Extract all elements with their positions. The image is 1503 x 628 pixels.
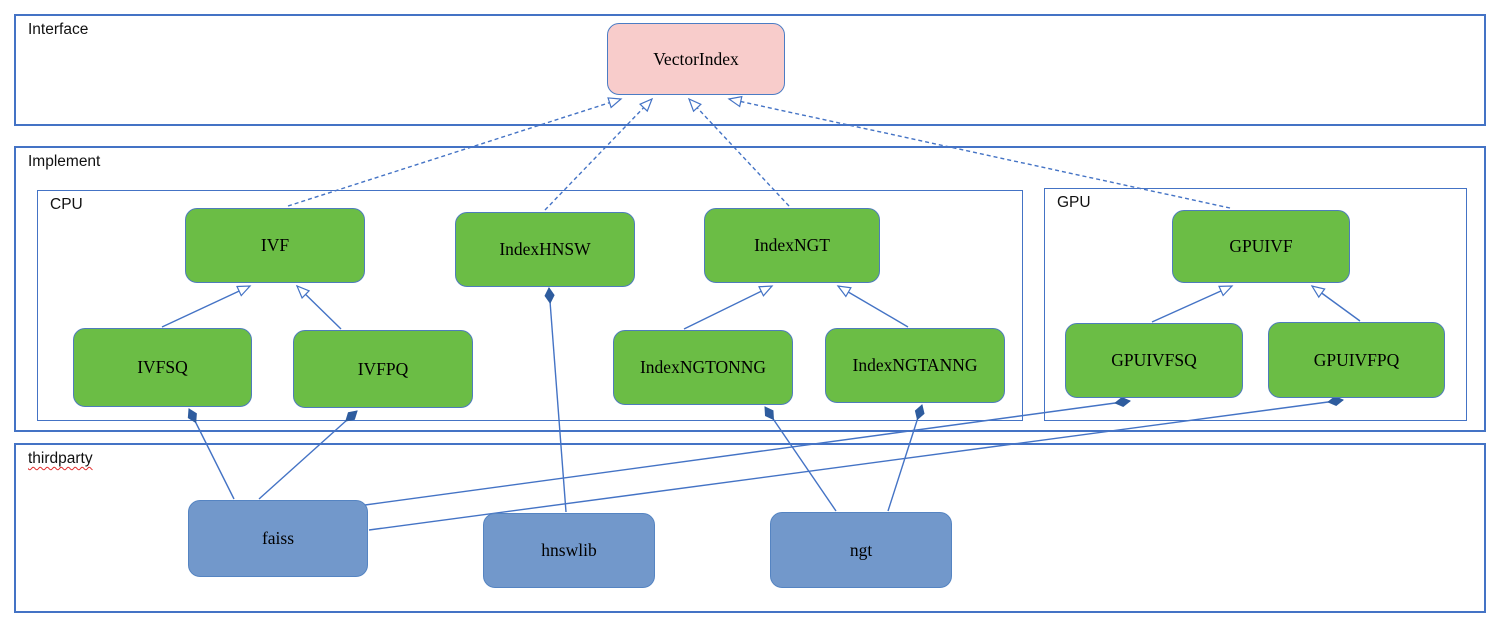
node-gpuivf: GPUIVF [1172, 210, 1350, 283]
node-ivf: IVF [185, 208, 365, 283]
node-ngt: ngt [770, 512, 952, 588]
node-indexngtanng-label: IndexNGTANNG [852, 355, 978, 375]
section-interface-label: Interface [28, 21, 89, 38]
node-indexhnsw: IndexHNSW [455, 212, 635, 287]
node-indexngt: IndexNGT [704, 208, 880, 283]
node-hnswlib-label: hnswlib [541, 540, 597, 560]
section-thirdparty-label: thirdparty [28, 450, 93, 467]
node-gpuivfsq: GPUIVFSQ [1065, 323, 1243, 398]
node-faiss-label: faiss [261, 528, 295, 548]
node-indexngtanng: IndexNGTANNG [825, 328, 1005, 403]
node-ivfpq-label: IVFPQ [357, 358, 409, 379]
node-gpuivfpq: GPUIVFPQ [1268, 322, 1445, 398]
node-ivfsq-label: IVFSQ [137, 357, 188, 377]
node-indexngtonng-label: IndexNGTONNG [639, 357, 767, 377]
node-ivfsq: IVFSQ [73, 328, 252, 407]
node-ivf-label: IVF [260, 235, 290, 255]
section-implement-label: Implement [28, 153, 101, 170]
section-gpu-label: GPU [1057, 194, 1091, 211]
node-faiss: faiss [188, 500, 368, 577]
node-hnswlib: hnswlib [483, 513, 655, 588]
node-gpuivfsq-label: GPUIVFSQ [1111, 350, 1197, 370]
section-cpu-label: CPU [50, 196, 83, 213]
node-vectorindex-label: VectorIndex [653, 48, 739, 69]
node-gpuivf-label: GPUIVF [1229, 236, 1293, 256]
node-ivfpq: IVFPQ [293, 330, 473, 408]
node-indexngt-label: IndexNGT [754, 235, 830, 255]
node-indexngtonng: IndexNGTONNG [613, 330, 793, 405]
node-gpuivfpq-label: GPUIVFPQ [1313, 349, 1400, 370]
node-ngt-label: ngt [849, 539, 873, 560]
node-vectorindex: VectorIndex [607, 23, 785, 95]
node-indexhnsw-label: IndexHNSW [499, 239, 591, 259]
